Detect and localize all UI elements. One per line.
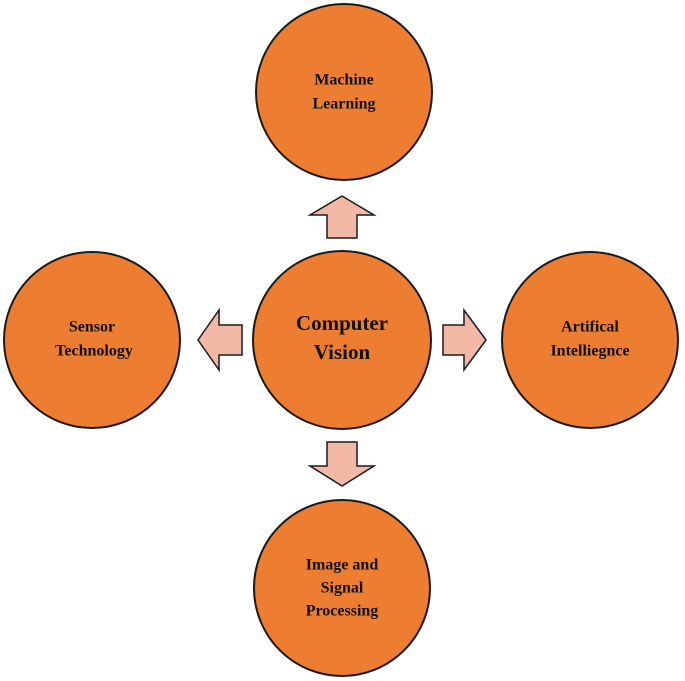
arrow-up-icon bbox=[307, 195, 377, 239]
node-image-and-signal-processing: Image and Signal Processing bbox=[253, 499, 431, 677]
node-label-line: Computer bbox=[296, 311, 388, 335]
node-label-line: Processing bbox=[306, 603, 379, 620]
arrow-down-icon bbox=[307, 441, 377, 487]
node-label-line: Technology bbox=[55, 343, 133, 360]
node-circle-image-and-signal-processing bbox=[253, 499, 431, 677]
node-label-line: Learning bbox=[312, 96, 375, 113]
node-machine-learning: Machine Learning bbox=[255, 3, 433, 181]
node-circle-artificial-intelligence bbox=[501, 251, 679, 429]
node-label-line: Intelliegnce bbox=[550, 343, 629, 360]
node-label-line: Artifical bbox=[561, 319, 619, 336]
node-circle-computer-vision bbox=[252, 250, 432, 430]
node-artificial-intelligence: Artifical Intelliegnce bbox=[501, 251, 679, 429]
node-label-line: Machine bbox=[314, 72, 374, 89]
arrow-right-icon bbox=[442, 307, 487, 373]
node-label-line: Vision bbox=[314, 340, 371, 364]
arrow-left-icon bbox=[197, 307, 243, 373]
node-computer-vision: Computer Vision bbox=[252, 250, 432, 430]
node-circle-machine-learning bbox=[255, 3, 433, 181]
node-label-line: Sensor bbox=[69, 319, 115, 336]
node-sensor-technology: Sensor Technology bbox=[3, 251, 181, 429]
node-label-line: Image and bbox=[306, 557, 379, 574]
node-label-line: Signal bbox=[321, 580, 364, 597]
node-circle-sensor-technology bbox=[3, 251, 181, 429]
